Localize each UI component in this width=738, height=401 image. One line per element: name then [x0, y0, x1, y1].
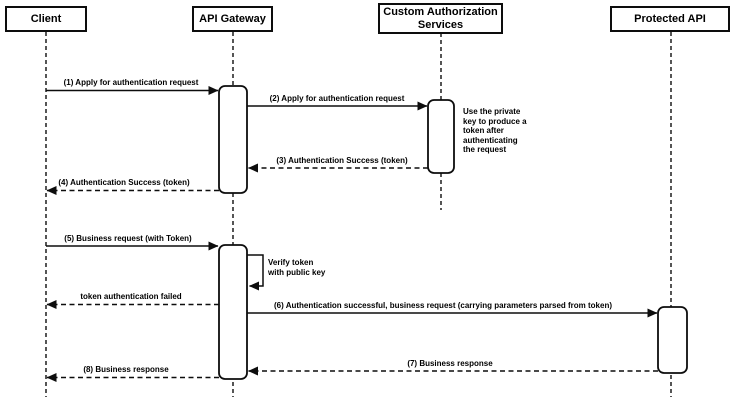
- participant-custom-authorization-services: Custom Authorization Services: [378, 3, 503, 34]
- message-label-7: (7) Business response: [407, 358, 493, 368]
- participant-protected-api: Protected API: [610, 6, 730, 32]
- participant-client: Client: [5, 6, 87, 32]
- participant-api-gateway: API Gateway: [192, 6, 273, 32]
- message-label-6: (6) Authentication successful, business …: [273, 300, 613, 310]
- message-label-token-failed: token authentication failed: [80, 292, 182, 301]
- activation-custom-auth-services: [427, 99, 455, 174]
- message-label-1: (1) Apply for authentication request: [63, 78, 199, 87]
- activation-api-gateway-auth: [218, 85, 248, 194]
- message-label-2: (2) Apply for authentication request: [269, 93, 405, 103]
- message-self-loop: [247, 254, 264, 291]
- activation-api-gateway-business: [218, 244, 248, 380]
- message-label-4: (4) Authentication Success (token): [58, 178, 190, 187]
- message-label-8: (8) Business response: [83, 365, 169, 374]
- message-label-5: (5) Business request (with Token): [64, 233, 192, 243]
- message-label-verify-token: Verify token with public key: [268, 258, 326, 277]
- note-private-key: Use the private key to produce a token a…: [463, 107, 527, 155]
- activation-protected-api: [657, 306, 688, 374]
- message-label-3: (3) Authentication Success (token): [276, 155, 408, 165]
